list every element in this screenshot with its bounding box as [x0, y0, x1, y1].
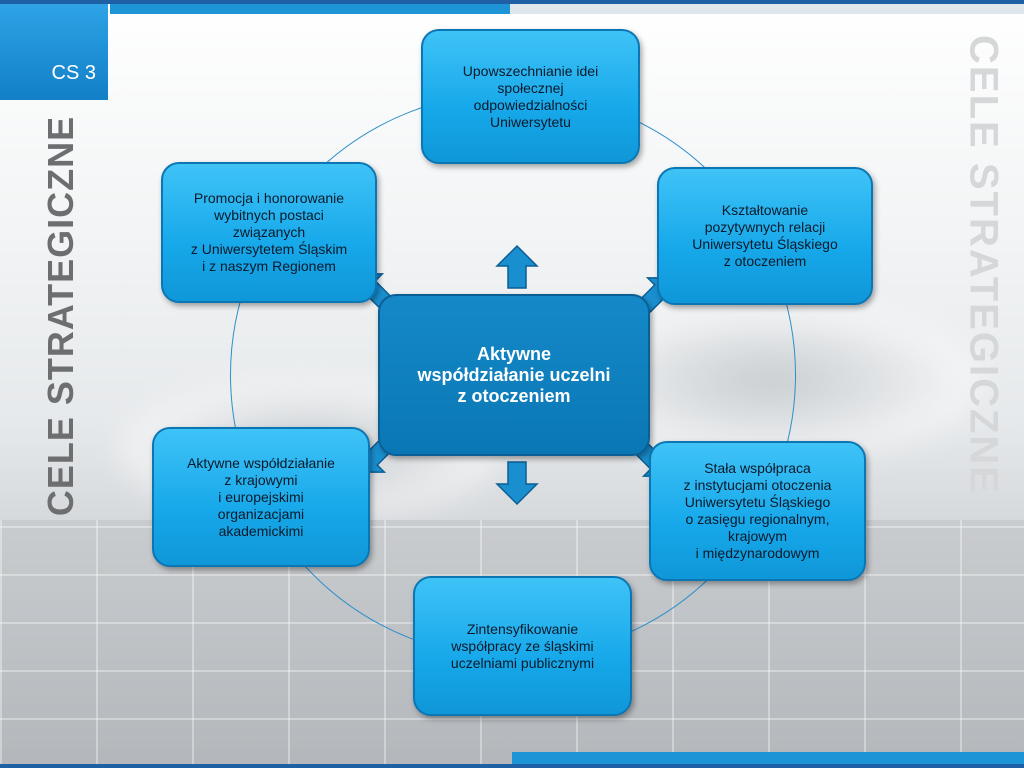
node-label: Promocja i honorowanie wybitnych postaci… — [190, 190, 348, 274]
center-node: Aktywne współdziałanie uczelni z otoczen… — [378, 294, 650, 456]
center-node-label: Aktywne współdziałanie uczelni z otoczen… — [417, 343, 611, 406]
arrow-up-icon — [495, 244, 539, 289]
node-label: Aktywne współdziałanie z krajowymi i eur… — [187, 454, 335, 539]
node-promotion-honouring: Promocja i honorowanie wybitnych postaci… — [161, 162, 377, 303]
node-academic-organizations: Aktywne współdziałanie z krajowymi i eur… — [152, 427, 370, 567]
bottom-accent-strip — [512, 752, 1024, 764]
arrow-down-icon — [495, 461, 539, 506]
top-border — [0, 0, 1024, 4]
side-title-left: CELE STRATEGICZNE — [40, 115, 81, 517]
node-label: Zintensyfikowanie współpracy ze śląskimi… — [450, 620, 595, 671]
node-institutional-cooperation: Stała współpraca z instytucjami otoczeni… — [649, 441, 866, 581]
node-label: Kształtowanie pozytywnych relacji Uniwer… — [692, 202, 838, 269]
top-light-strip — [510, 4, 1024, 14]
slide-badge: CS 3 — [0, 4, 108, 100]
node-social-responsibility: Upowszechnianie idei społecznej odpowied… — [421, 29, 640, 164]
node-label: Upowszechnianie idei społecznej odpowied… — [462, 62, 599, 130]
side-title-right: CELE STRATEGICZNE — [961, 35, 1006, 495]
node-silesian-universities: Zintensyfikowanie współpracy ze śląskimi… — [413, 576, 632, 716]
bottom-border — [0, 764, 1024, 768]
slide-badge-label: CS 3 — [51, 62, 96, 84]
node-label: Stała współpraca z instytucjami otoczeni… — [683, 460, 832, 561]
top-accent-strip — [110, 4, 510, 14]
node-environment-relations: Kształtowanie pozytywnych relacji Uniwer… — [657, 167, 873, 305]
